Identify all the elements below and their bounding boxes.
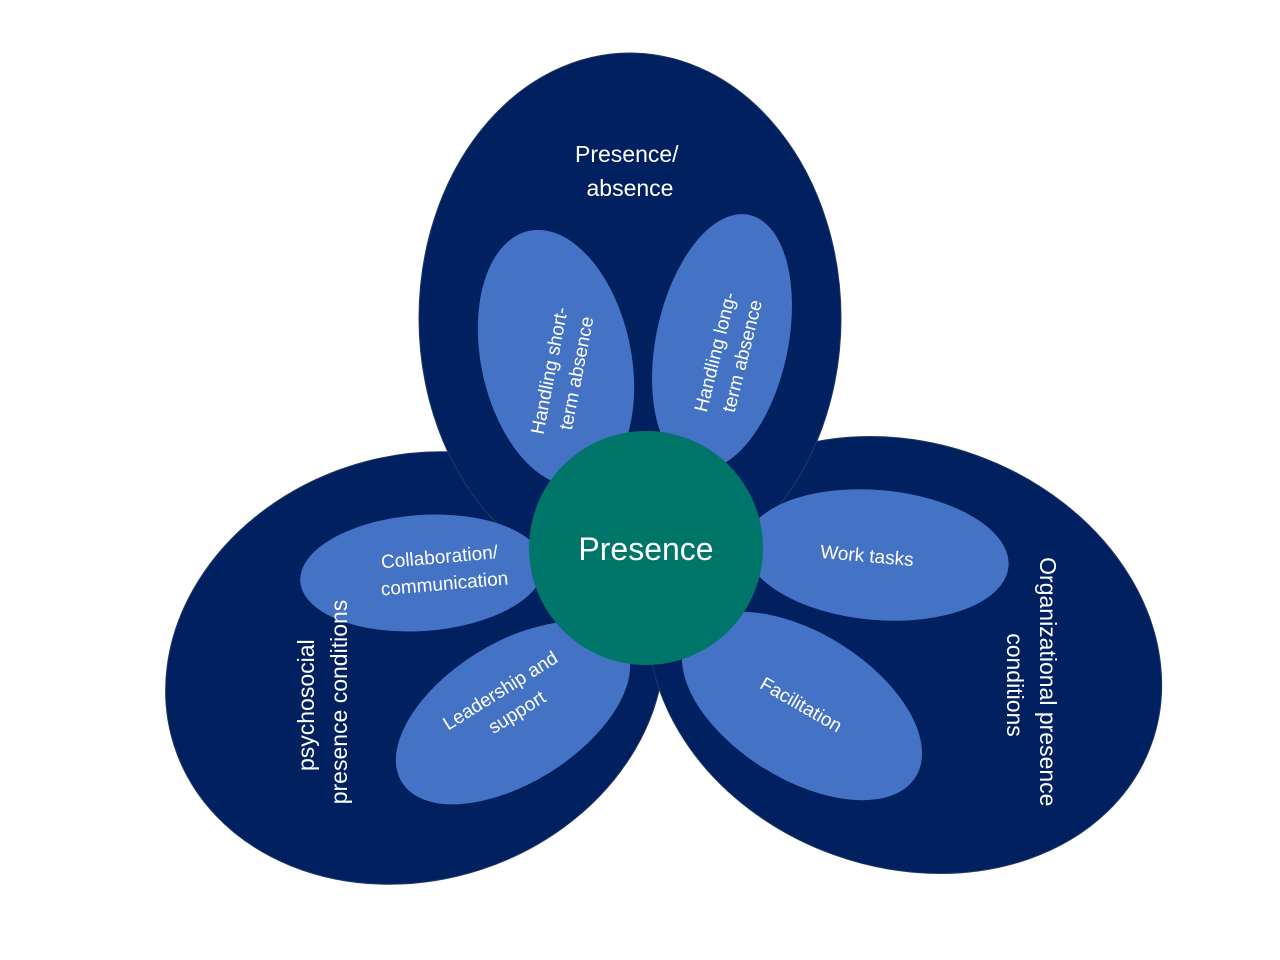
petal-collaboration	[300, 514, 544, 632]
lobe-left-label: psychosocial presence conditions	[293, 600, 352, 805]
center-circle	[529, 431, 763, 665]
lobe-right-label-line1: Organizational presence	[1035, 557, 1061, 806]
lobe-top-label-line2: absence	[587, 175, 674, 201]
petal-facilitation	[681, 611, 923, 801]
petal-leadership	[395, 621, 631, 805]
lobe-right-label: Organizational presence conditions	[1002, 557, 1061, 813]
lobe-left-label-line2: presence conditions	[326, 600, 352, 805]
lobe-left-label-line1: psychosocial	[293, 639, 319, 771]
center-label: Presence	[578, 531, 713, 567]
lobe-right-label-line2: conditions	[1002, 633, 1028, 737]
lobe-top-label-line1: Presence/	[575, 141, 679, 167]
petal-work-tasks	[745, 489, 1009, 621]
lobe-top-label: Presence/ absence	[575, 141, 685, 201]
petal-short-term-absence	[477, 229, 635, 487]
petal-long-term-absence	[652, 214, 792, 470]
